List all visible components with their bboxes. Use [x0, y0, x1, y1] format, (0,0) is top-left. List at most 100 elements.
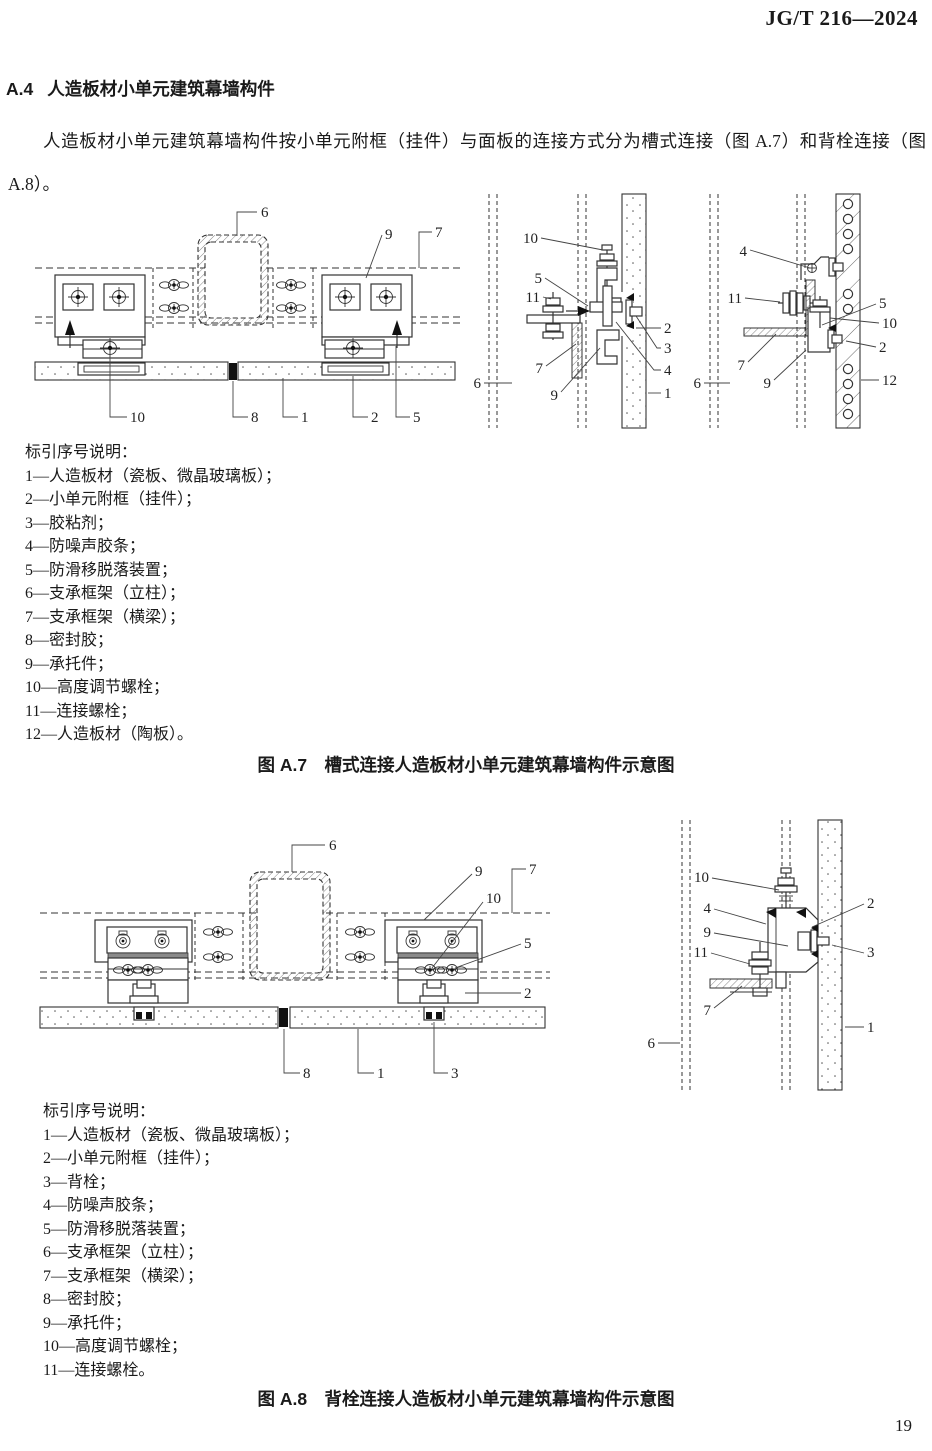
section-number: A.4: [6, 79, 34, 99]
a8-sealant: [279, 1008, 288, 1027]
figure-a7-drawing: 6 9 7 10 8 1 2 5: [34, 193, 897, 429]
a7-legend-item: 1—人造板材（瓷板、微晶玻璃板）；: [25, 467, 282, 485]
callout-10: 10: [486, 891, 501, 907]
callout-9: 9: [704, 925, 712, 941]
a8-detail-callouts: 10 4 9 11 7 6 2 3 1: [648, 870, 875, 1052]
callout-9: 9: [385, 227, 393, 243]
callout-6: 6: [261, 205, 269, 221]
callout-3: 3: [867, 945, 875, 961]
a7-lower-carrier: [807, 296, 843, 353]
callout-6: 6: [694, 376, 702, 392]
callout-1: 1: [664, 386, 672, 402]
a7-channel-profiles: [566, 267, 643, 365]
callout-7: 7: [536, 361, 544, 377]
a7-caption: 图 A.7 槽式连接人造板材小单元建筑幕墙构件示意图: [257, 755, 675, 775]
callout-5: 5: [535, 271, 543, 287]
figure-a8-drawing: 6 9 7 10 5 2 8 1 3: [39, 819, 875, 1092]
callout-3: 3: [451, 1066, 459, 1082]
callout-10: 10: [694, 870, 709, 886]
callout-2: 2: [524, 986, 532, 1002]
callout-4: 4: [704, 901, 712, 917]
a8-caption: 图 A.8 背栓连接人造板材小单元建筑幕墙构件示意图: [257, 1389, 675, 1409]
callout-8: 8: [303, 1066, 311, 1082]
callout-1: 1: [377, 1066, 385, 1082]
callout-6: 6: [648, 1036, 656, 1052]
callout-1: 1: [867, 1020, 875, 1036]
a7-detail-groove: 10 5 11 7 9 6 2 3 4 1: [474, 193, 673, 429]
a7-legend-item: 2—小单元附框（挂件）；: [25, 491, 202, 508]
callout-7: 7: [738, 358, 746, 374]
callout-3: 3: [664, 341, 672, 357]
callout-6: 6: [474, 376, 482, 392]
a7-legend-item: 5—防滑移脱落装置；: [25, 561, 178, 579]
callout-7: 7: [529, 862, 537, 878]
a7-mid-callouts: 10 5 11 7 9 6 2 3 4 1: [474, 231, 673, 404]
a8-legend-item: 4—防噪声胶条；: [43, 1197, 164, 1214]
a8-hanger-bracket: [766, 907, 830, 973]
a7-right-assembly: [321, 274, 413, 376]
a7-main-callouts: 6 9 7 10 8 1 2 5: [109, 205, 443, 426]
callout-1: 1: [301, 410, 309, 426]
callout-9: 9: [764, 376, 772, 392]
callout-4: 4: [664, 363, 672, 379]
callout-10: 10: [130, 410, 145, 426]
callout-5: 5: [879, 296, 887, 312]
callout-5: 5: [413, 410, 421, 426]
a8-detail-section: 10 4 9 11 7 6 2 3 1: [648, 819, 875, 1092]
a8-legend-item: 2—小单元附框（挂件）；: [43, 1150, 220, 1167]
a8-legend-item: 5—防滑移脱落装置；: [43, 1220, 196, 1238]
a7-legend-item: 8—密封胶；: [25, 632, 114, 649]
a7-legend-item: 10—高度调节螺栓；: [25, 679, 170, 696]
a8-mullion-tube: [249, 871, 331, 981]
a7-bolt-11: [542, 292, 564, 340]
a7-legend-item: 7—支承框架（横梁）；: [25, 608, 186, 626]
callout-11: 11: [694, 945, 708, 961]
a7-upper-hook: [800, 256, 844, 280]
a8-legend-title: 标引序号说明：: [43, 1103, 156, 1120]
a7-left-assembly: [54, 274, 146, 376]
callout-7: 7: [435, 225, 443, 241]
a7-main-section: 6 9 7 10 8 1 2 5: [34, 205, 460, 426]
page-number: 19: [895, 1416, 912, 1435]
intro-paragraph: 人造板材小单元建筑幕墙构件按小单元附框（挂件）与面板的连接方式分为槽式连接（图 …: [8, 131, 926, 194]
section-title: 人造板材小单元建筑幕墙构件: [47, 79, 275, 99]
callout-4: 4: [740, 244, 748, 260]
a8-bolt-10: [774, 867, 798, 912]
callout-7: 7: [704, 1003, 712, 1019]
callout-12: 12: [882, 373, 897, 389]
section-heading: A.4 人造板材小单元建筑幕墙构件: [6, 76, 275, 101]
a7-sealant: [229, 363, 237, 380]
a8-legend-item: 10—高度调节螺栓；: [43, 1338, 188, 1355]
a7-legend-title: 标引序号说明：: [25, 444, 138, 461]
callout-9: 9: [551, 388, 559, 404]
callout-10: 10: [882, 316, 897, 332]
a8-legend-item: 7—支承框架（横梁）；: [43, 1267, 204, 1285]
callout-2: 2: [664, 321, 672, 337]
a7-detail-ceramic: 4 11 7 9 6 5 10 2 12: [694, 193, 897, 429]
a7-mullion-tube: [197, 234, 269, 326]
callout-5: 5: [524, 936, 532, 952]
a8-legend-item: 6—支承框架（立柱）；: [43, 1244, 204, 1261]
a7-legend: 标引序号说明： 1—人造板材（瓷板、微晶玻璃板）； 2—小单元附框（挂件）； 3…: [25, 441, 281, 747]
callout-10: 10: [523, 231, 538, 247]
standard-code: JG/T 216—2024: [765, 6, 918, 30]
a8-main-callouts: 6 9 7 10 5 2 8 1 3: [283, 838, 537, 1082]
a8-right-assembly: [384, 919, 483, 1021]
callout-11: 11: [728, 291, 742, 307]
a8-main-section: 6 9 7 10 5 2 8 1 3: [39, 838, 550, 1082]
callout-2: 2: [867, 896, 875, 912]
a8-legend: 标引序号说明： 1—人造板材（瓷板、微晶玻璃板）； 2—小单元附框（挂件）； 3…: [43, 1100, 299, 1382]
a7-ceramic-panel: [835, 193, 861, 429]
callout-2: 2: [371, 410, 379, 426]
a8-legend-item: 3—背栓；: [43, 1173, 116, 1191]
callout-6: 6: [329, 838, 337, 854]
a7-legend-item: 12—人造板材（陶板）。: [25, 726, 194, 743]
a7-legend-item: 6—支承框架（立柱）；: [25, 585, 186, 602]
a8-legend-item: 11—连接螺栓。: [43, 1361, 155, 1379]
callout-11: 11: [526, 290, 540, 306]
a8-left-assembly: [94, 919, 193, 1021]
a7-legend-item: 3—胶粘剂；: [25, 514, 114, 532]
a8-stone-panel: [39, 1006, 546, 1029]
a7-legend-item: 11—连接螺栓；: [25, 702, 137, 720]
